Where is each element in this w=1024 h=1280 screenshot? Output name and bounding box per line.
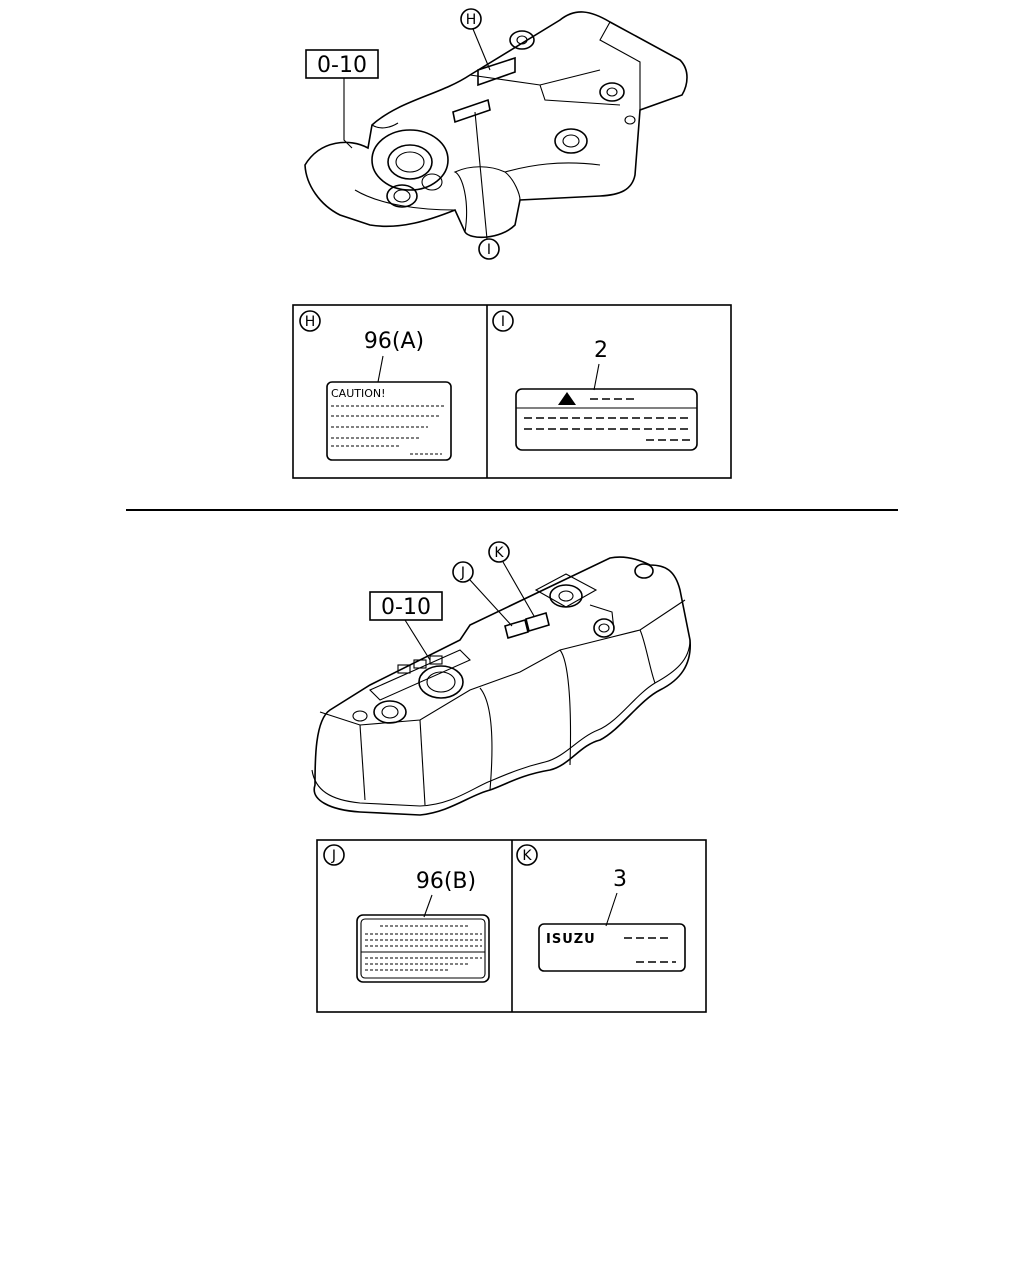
detail-i-letter: I <box>501 314 505 330</box>
bottom-callout-k-circle <box>488 541 510 563</box>
label-patch-k <box>525 611 550 633</box>
isuzu-brand-text: ISUZU <box>546 932 596 947</box>
bottom-callout-k: K <box>494 545 504 561</box>
top-callout-i: I <box>487 242 491 258</box>
top-callout-h-circle <box>460 8 482 30</box>
warning-label <box>515 388 698 451</box>
top-callout-i-circle <box>478 238 500 260</box>
label-patch-j <box>504 618 529 640</box>
bottom-callout-j-circle <box>452 561 474 583</box>
detail-panel-hi <box>292 304 732 479</box>
detail-h-letter-circle <box>299 310 321 332</box>
detail-i-letter-circle <box>492 310 514 332</box>
detail-k-letter: K <box>522 848 532 864</box>
top-engine-cover-drawing <box>304 11 688 239</box>
top-ref-label: 0-10 <box>317 53 367 78</box>
detail-j-letter-circle <box>323 844 345 866</box>
top-ref-box <box>305 49 379 79</box>
caution-label-heading: CAUTION! <box>331 387 386 400</box>
detail-k-part-number: 3 <box>613 867 627 892</box>
warning-triangle-icon <box>558 392 576 405</box>
detail-j-part-number: 96(B) <box>416 869 476 894</box>
caution-label <box>326 381 452 461</box>
label-patch-i <box>452 98 491 124</box>
detail-h-part-number: 96(A) <box>364 329 424 354</box>
isuzu-label <box>538 923 686 972</box>
bottom-valve-cover-drawing <box>311 556 691 816</box>
bottom-callout-j: J <box>460 565 465 581</box>
detail-i-part-number: 2 <box>594 338 608 363</box>
emission-label <box>356 914 490 983</box>
detail-k-letter-circle <box>516 844 538 866</box>
bottom-ref-label: 0-10 <box>381 595 431 620</box>
top-callout-h: H <box>466 12 477 28</box>
detail-h-letter: H <box>305 314 316 330</box>
label-patch-h <box>477 56 516 87</box>
detail-j-letter: J <box>331 848 336 864</box>
bottom-ref-box <box>369 591 443 621</box>
